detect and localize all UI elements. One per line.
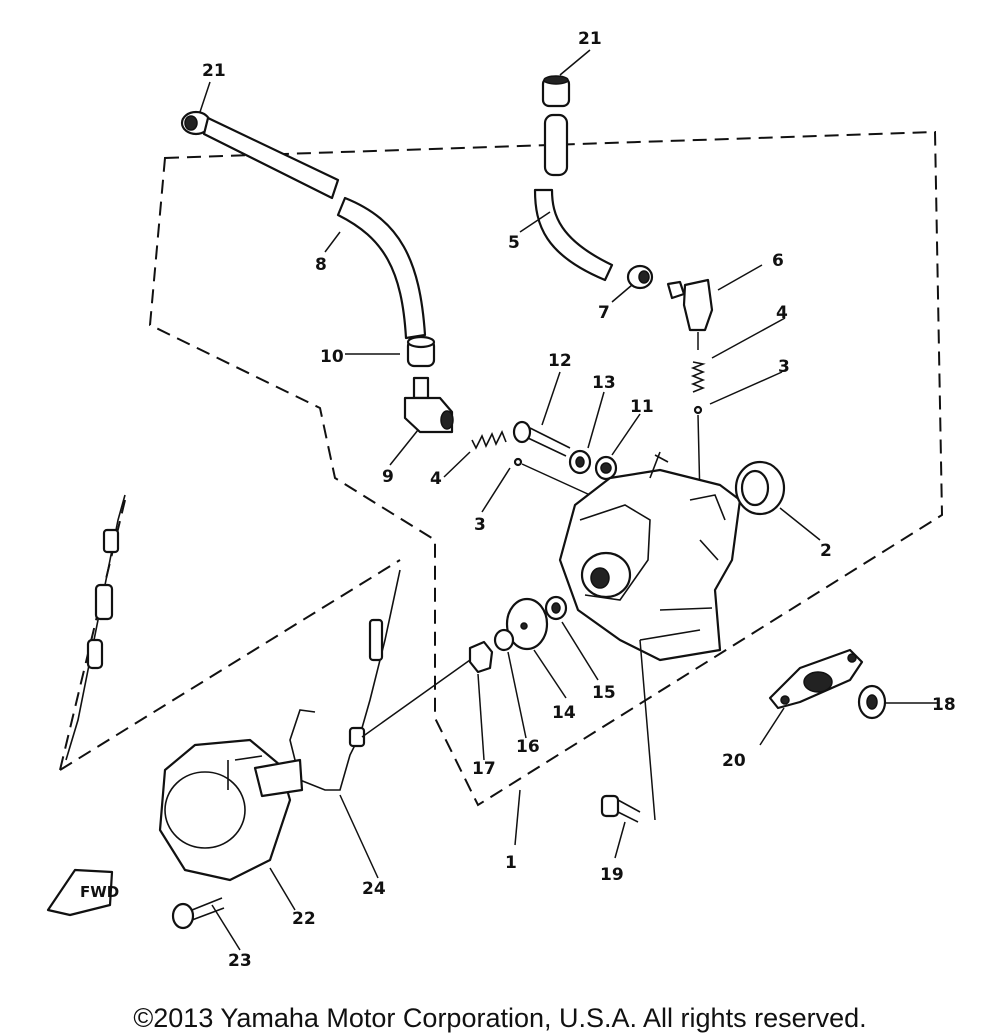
- part-21-right-cap: [541, 75, 571, 108]
- part-6-union: [666, 278, 714, 332]
- callout-15: 15: [592, 683, 616, 703]
- part-5-hose: [533, 113, 614, 282]
- part-7-nut: [626, 264, 654, 290]
- callout-8: 8: [315, 255, 327, 275]
- part-24-cable: [289, 569, 471, 791]
- callout-1: 1: [505, 853, 517, 873]
- leader-6-to-body: [697, 332, 701, 501]
- callout-4-upper: 4: [776, 303, 788, 323]
- part-11-ring: [594, 455, 618, 481]
- part-4-spring-upper: [690, 361, 706, 393]
- part-19-bolt: [600, 794, 641, 823]
- callout-leaders: [199, 49, 938, 951]
- part-14-plate: [505, 597, 549, 651]
- part-16-ring: [493, 628, 515, 652]
- part-10-fitting: [406, 335, 436, 368]
- part-18-washer: [857, 684, 887, 720]
- callout-6: 6: [772, 251, 784, 271]
- part-3-ball-lower: [513, 457, 523, 467]
- callout-23: 23: [228, 951, 252, 971]
- part-20-gasket: [768, 648, 864, 710]
- callout-4-lower: 4: [430, 469, 442, 489]
- leader-3-to-body: [521, 463, 591, 496]
- callout-10: 10: [320, 347, 344, 367]
- callout-2: 2: [820, 541, 832, 561]
- callout-3-lower: 3: [474, 515, 486, 535]
- copyright-notice: ©2013 Yamaha Motor Corporation, U.S.A. A…: [133, 1003, 867, 1033]
- part-9-elbow: [403, 376, 454, 434]
- callout-18: 18: [932, 695, 956, 715]
- callout-7: 7: [598, 303, 610, 323]
- callout-14: 14: [552, 703, 576, 723]
- fwd-arrow-icon: FWD: [46, 868, 119, 917]
- part-15-washer: [544, 595, 568, 621]
- exploded-parts-diagram: FWD 21 21 8 5 6 7 4 3 10: [46, 29, 956, 971]
- callout-11: 11: [630, 397, 654, 417]
- part-13-washer: [568, 449, 592, 475]
- callout-24: 24: [362, 879, 386, 899]
- part-1-pump-body: [558, 451, 742, 662]
- throttle-cable-left: [65, 494, 126, 761]
- callout-22: 22: [292, 909, 316, 929]
- part-23-screw: [171, 897, 225, 930]
- callout-19: 19: [600, 865, 624, 885]
- part-3-ball-upper: [693, 405, 703, 415]
- fwd-label: FWD: [80, 883, 119, 901]
- callout-12: 12: [548, 351, 572, 371]
- callout-9: 9: [382, 467, 394, 487]
- callout-13: 13: [592, 373, 616, 393]
- callout-21-right: 21: [578, 29, 602, 49]
- callout-16: 16: [516, 737, 540, 757]
- callout-3-upper: 3: [778, 357, 790, 377]
- callout-5: 5: [508, 233, 520, 253]
- part-2-seal: [734, 460, 786, 516]
- part-12-bolt: [512, 420, 571, 457]
- callout-21-left: 21: [202, 61, 226, 81]
- part-4-spring-lower: [471, 430, 507, 450]
- callout-20: 20: [722, 751, 746, 771]
- callout-17: 17: [472, 759, 496, 779]
- part-22-cover: [158, 738, 304, 882]
- part-17-nut: [468, 640, 494, 674]
